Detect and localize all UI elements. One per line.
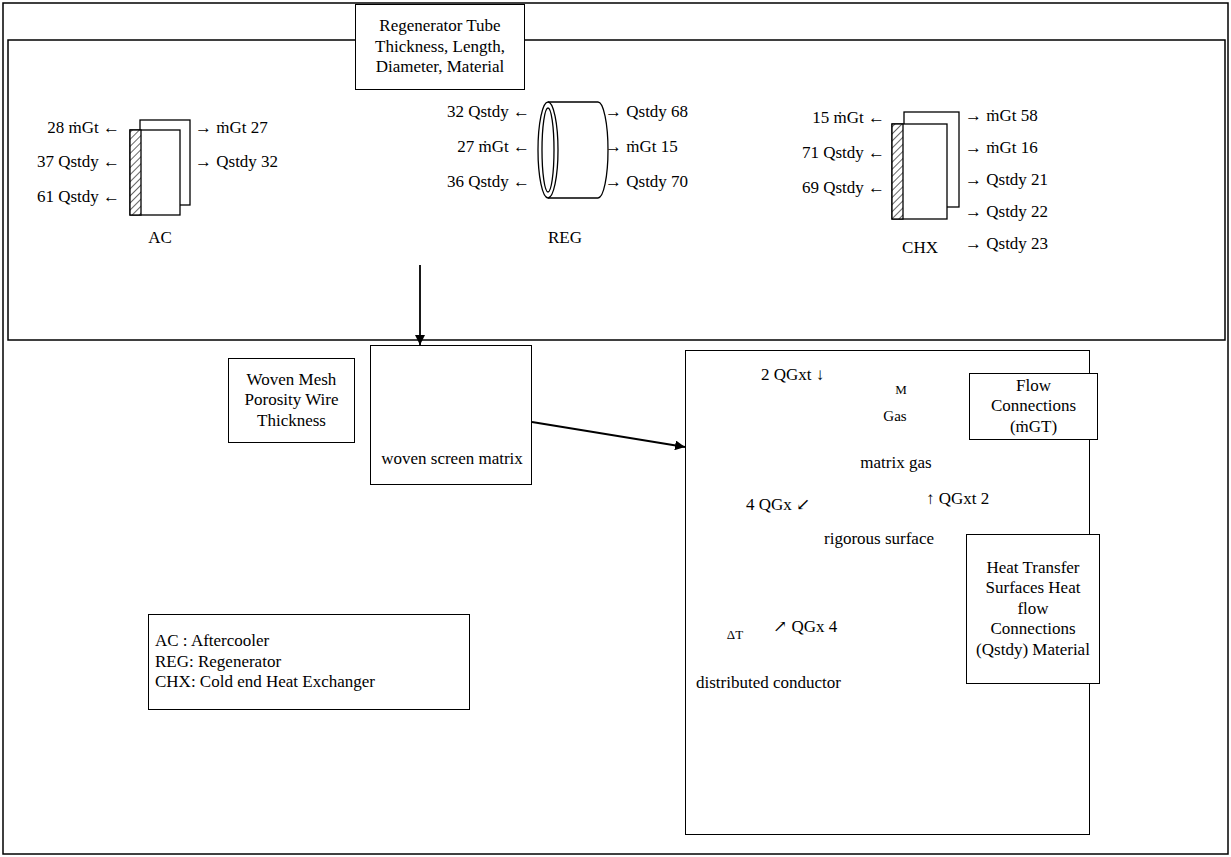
- port-label: 71 Qstdy ←: [802, 143, 885, 163]
- port-label: 69 Qstdy ←: [802, 178, 885, 198]
- note-box: Regenerator Tube Thickness, Length, Diam…: [355, 4, 525, 90]
- outer-frame: [3, 3, 1228, 854]
- regenerator-cylinder-icon: [538, 102, 608, 198]
- port-label: AC: [148, 228, 172, 248]
- port-label: → Qstdy 70: [605, 172, 688, 192]
- port-label: 2 QGxt ↓: [761, 365, 824, 385]
- port-label: → Qstdy 22: [965, 202, 1048, 222]
- port-label: 37 Qstdy ←: [37, 152, 120, 172]
- box-text: REG: Regenerator: [155, 652, 281, 672]
- icon-node: 2 QGxt ↓ M Gas matrix gas: [756, 363, 956, 478]
- aftercooler-icon: [130, 130, 180, 215]
- box-text: Woven Mesh Porosity Wire Thickness: [235, 370, 348, 431]
- port-label: Gas: [883, 407, 906, 425]
- port-label: → Qstdy 32: [195, 152, 278, 172]
- component-block: 28 ṁGt ← 37 Qstdy ← 61 Qstdy ← → ṁGt 27 → Qs…: [20, 110, 300, 260]
- port-label: → Qstdy 68: [605, 102, 688, 122]
- regenerator-cylinder-icon: [542, 108, 554, 192]
- port-label: 15 ṁGt ←: [812, 108, 885, 128]
- flow-arrow: [532, 422, 685, 447]
- box-text: Regenerator Tube Thickness, Length, Diam…: [362, 16, 518, 77]
- port-label: → ṁGt 27: [195, 118, 268, 138]
- regenerator-cylinder-icon: [538, 102, 558, 198]
- port-label: → ṁGt 16: [965, 138, 1038, 158]
- port-label: 4 QGx ↙: [746, 495, 810, 515]
- port-label: distributed conductor: [696, 673, 841, 693]
- component-block: 32 Qstdy ← 27 ṁGt ← 36 Qstdy ← → Qstdy 68 → …: [410, 95, 720, 265]
- abbreviation-box: AC : AftercoolerREG: RegeneratorCHX: Col…: [148, 614, 470, 710]
- cold-heat-exchanger-icon: [892, 124, 947, 219]
- port-label: ΔT: [727, 627, 743, 643]
- port-label: matrix gas: [860, 453, 931, 473]
- matrix-detail-box: 2 QGxt ↓ M Gas matrix gas Flow Connections (…: [685, 350, 1090, 835]
- port-label: CHX: [902, 238, 938, 258]
- flow-arrow: [419, 265, 421, 345]
- port-label: M: [895, 382, 907, 398]
- component-panel: [8, 40, 1225, 340]
- port-label: rigorous surface: [824, 529, 934, 549]
- box-text: Flow Connections (ṁGT): [976, 376, 1091, 437]
- port-label: 36 Qstdy ←: [447, 172, 530, 192]
- icon-node: ΔT ↗ QGx 4 distributed conductor: [691, 613, 911, 713]
- port-label: 27 ṁGt ←: [457, 137, 530, 157]
- aftercooler-icon: [130, 130, 141, 215]
- note-box: Woven Mesh Porosity Wire Thickness: [228, 358, 355, 443]
- port-label: ↗ QGx 4: [773, 617, 837, 637]
- box-text: AC : Aftercooler: [155, 631, 269, 651]
- port-label: 61 Qstdy ←: [37, 187, 120, 207]
- port-label: woven screen matrix: [381, 449, 523, 469]
- port-label: 28 ṁGt ←: [47, 118, 120, 138]
- port-label: ↑ QGxt 2: [926, 489, 989, 509]
- port-label: → Qstdy 23: [965, 234, 1048, 254]
- port-label: → ṁGt 58: [965, 106, 1038, 126]
- port-label: → Qstdy 21: [965, 170, 1048, 190]
- port-label: REG: [548, 228, 582, 248]
- icon-node: 4 QGx ↙↑ QGxt 2rigorous surface: [741, 481, 981, 571]
- matrix-box: woven screen matrix: [370, 345, 532, 485]
- cold-heat-exchanger-icon: [892, 124, 903, 219]
- component-block: 15 ṁGt ← 71 Qstdy ← 69 Qstdy ← → ṁGt 58 → ṁG…: [775, 100, 1075, 275]
- port-label: → ṁGt 15: [605, 137, 678, 157]
- box-text: CHX: Cold end Heat Exchanger: [155, 672, 375, 692]
- cold-heat-exchanger-icon: [892, 112, 959, 219]
- box-text: Heat Transfer Surfaces Heat flow Connect…: [973, 558, 1093, 660]
- note-box: Heat Transfer Surfaces Heat flow Connect…: [966, 534, 1100, 684]
- aftercooler-icon: [130, 120, 190, 215]
- note-box: Flow Connections (ṁGT): [969, 373, 1098, 440]
- port-label: 32 Qstdy ←: [447, 102, 530, 122]
